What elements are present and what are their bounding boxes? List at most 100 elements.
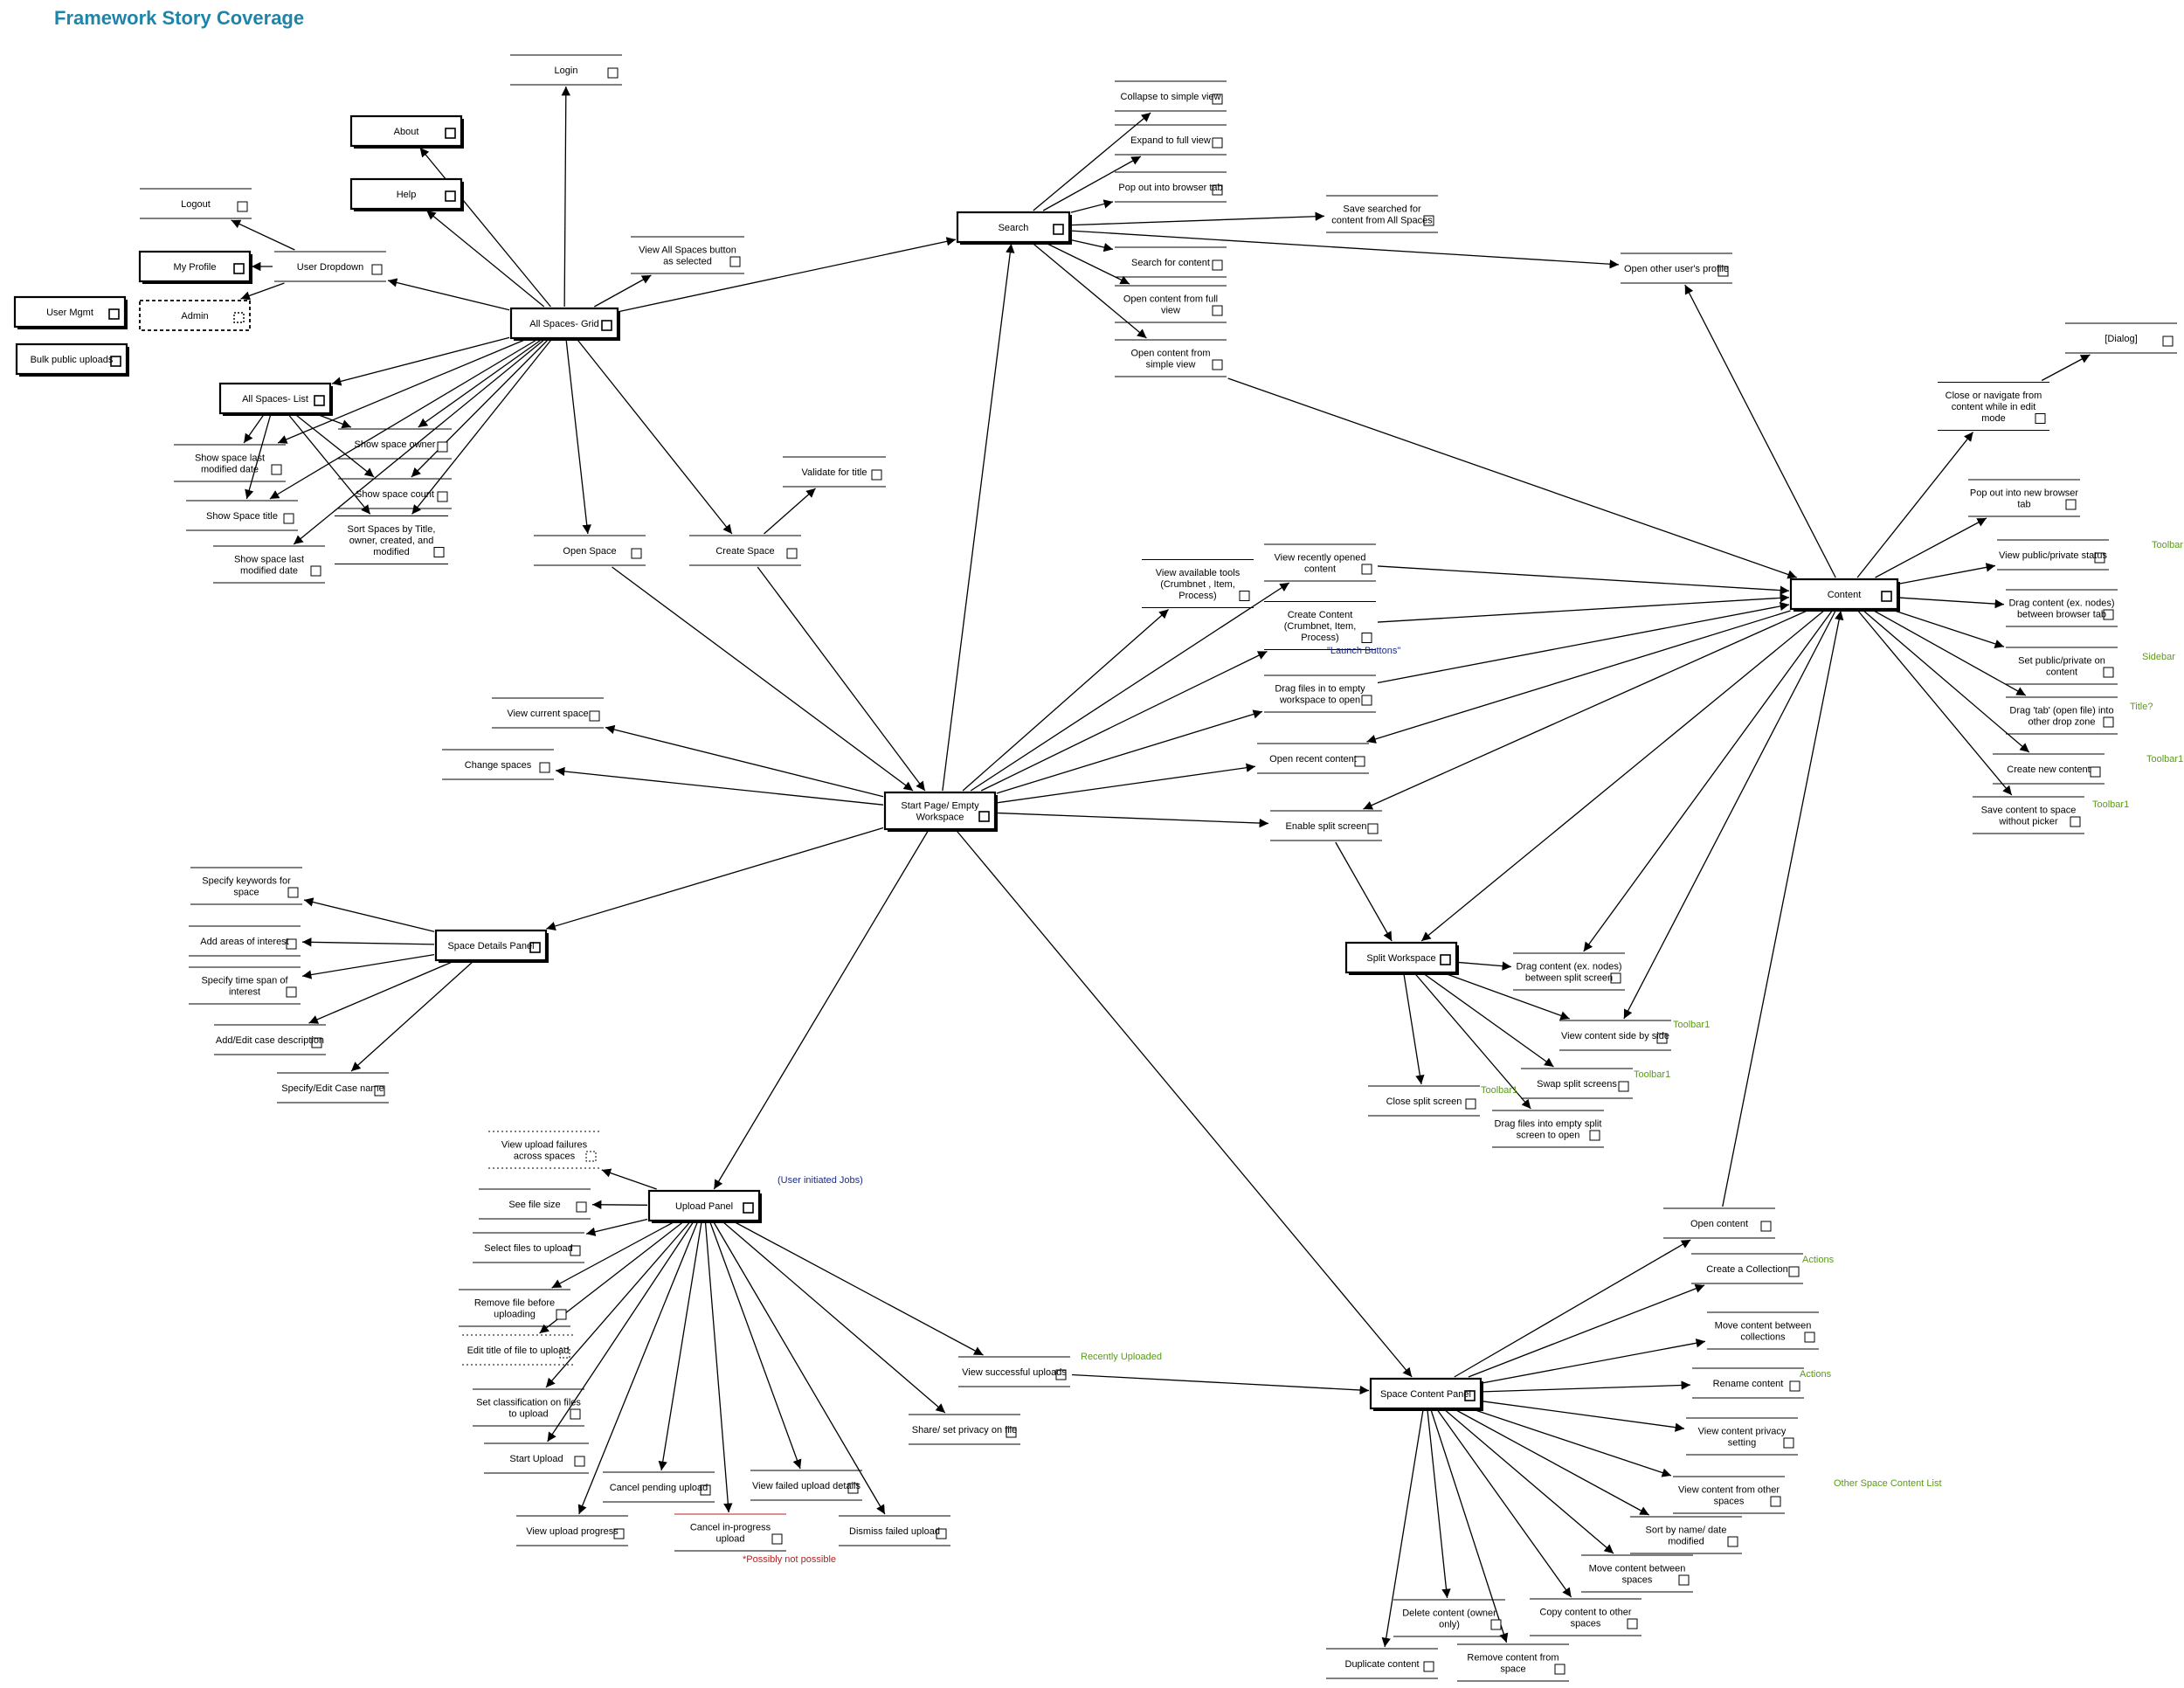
checkbox-icon[interactable] xyxy=(936,1528,947,1539)
checkbox-icon[interactable] xyxy=(1727,1536,1738,1547)
checkbox-icon[interactable] xyxy=(601,320,612,331)
checkbox-icon[interactable] xyxy=(576,1201,587,1213)
node-all-spaces-list[interactable]: All Spaces- List xyxy=(218,382,333,416)
checkbox-icon[interactable] xyxy=(1053,224,1064,235)
checkbox-icon[interactable] xyxy=(1212,305,1223,316)
node-open-recent[interactable]: Open recent content xyxy=(1257,743,1369,774)
checkbox-icon[interactable] xyxy=(589,710,600,722)
checkbox-icon[interactable] xyxy=(1440,954,1451,965)
checkbox-icon[interactable] xyxy=(437,491,448,502)
checkbox-icon[interactable] xyxy=(585,1151,597,1162)
node-change-spaces[interactable]: Change spaces xyxy=(442,749,554,780)
checkbox-icon[interactable] xyxy=(1589,1130,1600,1141)
checkbox-icon[interactable] xyxy=(108,308,120,320)
checkbox-icon[interactable] xyxy=(1055,1369,1067,1380)
checkbox-icon[interactable] xyxy=(1788,1266,1800,1277)
checkbox-icon[interactable] xyxy=(233,312,245,323)
checkbox-icon[interactable] xyxy=(1367,823,1379,834)
node-create-space[interactable]: Create Space xyxy=(689,535,801,566)
checkbox-icon[interactable] xyxy=(1656,1033,1668,1044)
checkbox-icon[interactable] xyxy=(2103,667,2114,678)
checkbox-icon[interactable] xyxy=(286,938,297,950)
node-admin[interactable]: Admin xyxy=(139,300,251,331)
node-space-details[interactable]: Space Details Panel xyxy=(434,929,549,963)
checkbox-icon[interactable] xyxy=(556,1309,567,1320)
checkbox-icon[interactable] xyxy=(786,548,798,559)
node-view-public-private[interactable]: View public/private status xyxy=(1997,539,2109,571)
node-share-privacy[interactable]: Share/ set privacy on file xyxy=(909,1414,1020,1445)
node-view-upload-progress[interactable]: View upload progress xyxy=(516,1515,628,1546)
node-view-tools[interactable]: View available tools(Crumbnet , Item,Pro… xyxy=(1142,559,1254,608)
checkbox-icon[interactable] xyxy=(1490,1619,1502,1630)
node-search-content[interactable]: Search for content xyxy=(1115,246,1227,278)
checkbox-icon[interactable] xyxy=(1464,1390,1476,1401)
node-see-file-size[interactable]: See file size xyxy=(479,1188,591,1220)
node-view-failed-details[interactable]: View failed upload details xyxy=(750,1470,862,1501)
checkbox-icon[interactable] xyxy=(700,1484,711,1496)
node-rename-content[interactable]: Rename content xyxy=(1692,1367,1804,1399)
node-search[interactable]: Search xyxy=(956,211,1072,245)
checkbox-icon[interactable] xyxy=(2162,336,2174,347)
checkbox-icon[interactable] xyxy=(1361,695,1372,706)
checkbox-icon[interactable] xyxy=(2065,499,2077,510)
node-all-spaces-grid[interactable]: All Spaces- Grid xyxy=(509,307,620,341)
checkbox-icon[interactable] xyxy=(311,1037,322,1048)
checkbox-icon[interactable] xyxy=(445,190,456,202)
node-dismiss-failed[interactable]: Dismiss failed upload xyxy=(839,1515,950,1546)
node-edit-title[interactable]: Edit title of file to upload xyxy=(462,1334,574,1366)
checkbox-icon[interactable] xyxy=(570,1245,581,1256)
checkbox-icon[interactable] xyxy=(1610,972,1621,984)
checkbox-icon[interactable] xyxy=(374,1085,385,1097)
node-sort-spaces[interactable]: Sort Spaces by Title,owner, created, and… xyxy=(335,515,448,564)
checkbox-icon[interactable] xyxy=(2035,413,2046,424)
node-create-new-content[interactable]: Create new content xyxy=(1993,753,2105,785)
checkbox-icon[interactable] xyxy=(1212,93,1223,105)
node-create-collection[interactable]: Create a Collection xyxy=(1691,1253,1803,1284)
node-close-split[interactable]: Close split screen xyxy=(1368,1085,1480,1117)
checkbox-icon[interactable] xyxy=(1006,1427,1017,1438)
checkbox-icon[interactable] xyxy=(574,1456,585,1467)
node-specify-case-name[interactable]: Specify/Edit Case name xyxy=(277,1072,389,1103)
checkbox-icon[interactable] xyxy=(233,263,245,274)
checkbox-icon[interactable] xyxy=(613,1528,625,1539)
node-add-case-desc[interactable]: Add/Edit case description xyxy=(214,1024,326,1055)
node-user-mgmt[interactable]: User Mgmt xyxy=(13,295,128,329)
checkbox-icon[interactable] xyxy=(1678,1574,1690,1586)
node-swap-split[interactable]: Swap split screens xyxy=(1521,1068,1633,1099)
node-duplicate-content[interactable]: Duplicate content xyxy=(1326,1648,1438,1679)
checkbox-icon[interactable] xyxy=(1423,215,1434,226)
checkbox-icon[interactable] xyxy=(1618,1081,1629,1092)
checkbox-icon[interactable] xyxy=(1783,1437,1794,1449)
node-user-dropdown[interactable]: User Dropdown xyxy=(274,251,386,282)
node-start-upload[interactable]: Start Upload xyxy=(484,1442,589,1474)
checkbox-icon[interactable] xyxy=(1423,1661,1434,1672)
checkbox-icon[interactable] xyxy=(559,1347,570,1359)
node-upload-panel[interactable]: Upload Panel xyxy=(647,1189,762,1223)
checkbox-icon[interactable] xyxy=(1212,359,1223,370)
checkbox-icon[interactable] xyxy=(1789,1380,1800,1392)
node-content[interactable]: Content xyxy=(1789,578,1900,612)
checkbox-icon[interactable] xyxy=(110,356,121,367)
checkbox-icon[interactable] xyxy=(1239,591,1250,601)
checkbox-icon[interactable] xyxy=(437,441,448,453)
node-add-areas[interactable]: Add areas of interest xyxy=(189,925,301,957)
node-split-workspace[interactable]: Split Workspace xyxy=(1344,941,1459,975)
checkbox-icon[interactable] xyxy=(371,264,383,275)
checkbox-icon[interactable] xyxy=(310,565,321,577)
